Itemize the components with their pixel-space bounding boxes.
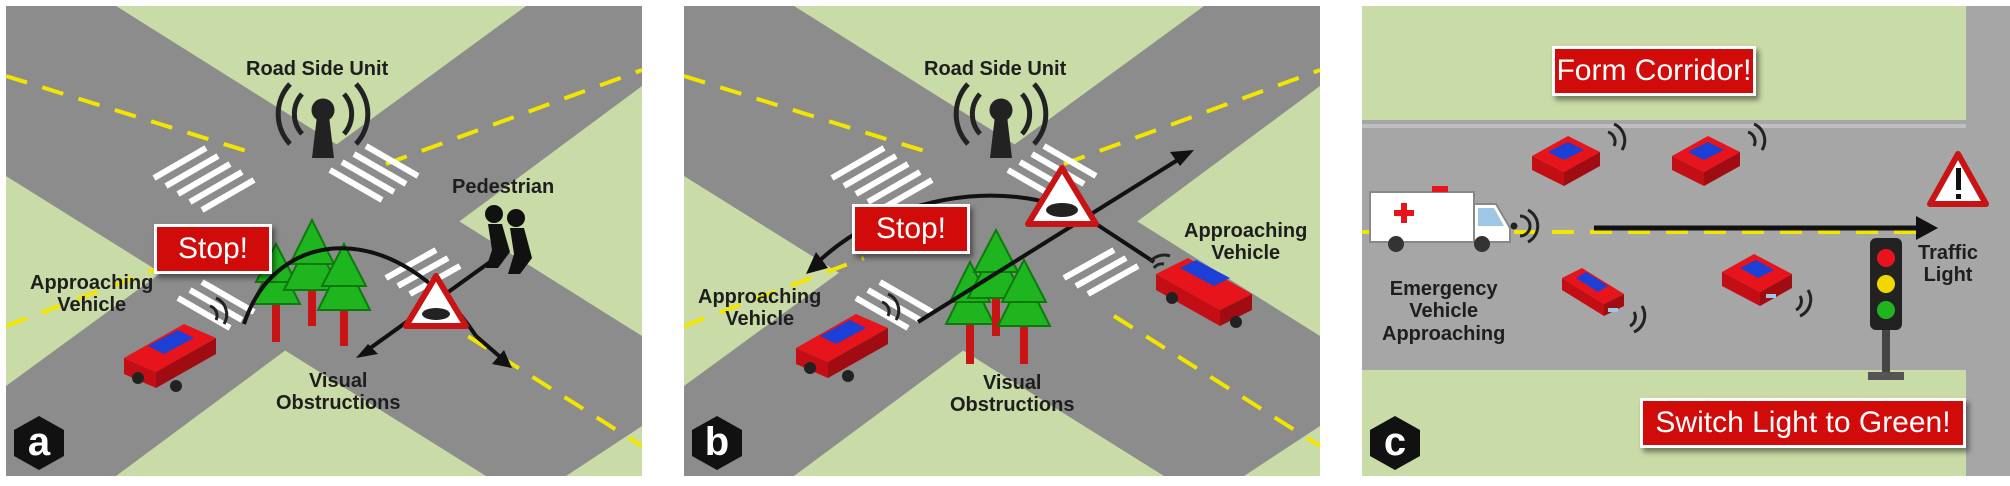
stop-alert-banner: Stop! bbox=[852, 204, 970, 254]
form-corridor-banner: Form Corridor! bbox=[1552, 46, 1756, 96]
panel-a: Road Side Unit Pedestrian Stop! Approach… bbox=[6, 6, 642, 476]
rsu-label: Road Side Unit bbox=[924, 58, 1066, 80]
panel-badge-c: c bbox=[1366, 414, 1424, 472]
stop-alert-banner: Stop! bbox=[154, 224, 272, 274]
road-vertical bbox=[1966, 6, 2010, 476]
switch-light-banner: Switch Light to Green! bbox=[1640, 398, 1966, 448]
panel-badge-b: b bbox=[688, 414, 746, 472]
rsu-label: Road Side Unit bbox=[246, 58, 388, 80]
panel-badge-a: a bbox=[10, 414, 68, 472]
pedestrian-label: Pedestrian bbox=[452, 176, 554, 198]
